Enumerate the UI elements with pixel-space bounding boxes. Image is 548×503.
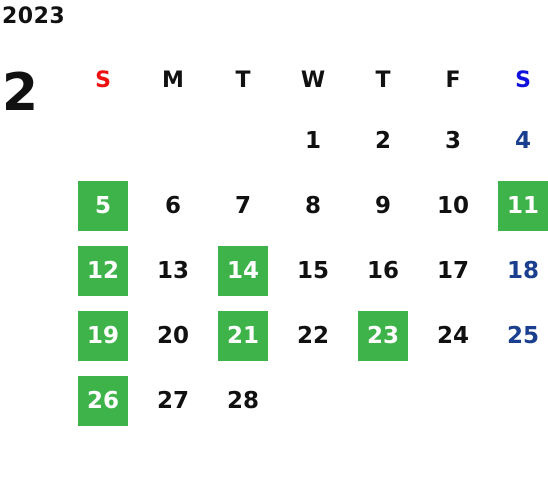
calendar-day[interactable]: 25 [506,322,539,349]
calendar-cell-empty [278,368,348,433]
calendar-day[interactable]: 27 [156,387,189,414]
calendar-day[interactable]: 8 [304,192,321,219]
weekday-header-thursday: T [375,67,391,93]
calendar-cell-empty [208,108,278,173]
calendar-day[interactable]: 20 [156,322,189,349]
calendar-day-highlighted[interactable]: 19 [78,310,128,361]
calendar-day-highlighted[interactable]: 12 [78,245,128,296]
weekday-header-saturday: S [515,67,531,93]
calendar-cell-empty [488,368,548,433]
calendar-day-highlighted[interactable]: 14 [218,245,268,296]
calendar-day[interactable]: 4 [514,127,531,154]
calendar-day[interactable]: 7 [234,192,251,219]
calendar-day[interactable]: 22 [296,322,329,349]
calendar-cell-empty [418,368,488,433]
calendar-day[interactable]: 24 [436,322,469,349]
calendar-day[interactable]: 3 [444,127,461,154]
calendar-year: 2023 [2,4,66,29]
calendar-day-highlighted[interactable]: 23 [358,310,408,361]
calendar-day-highlighted[interactable]: 5 [78,180,128,231]
calendar-day[interactable]: 13 [156,257,189,284]
calendar-day[interactable]: 15 [296,257,329,284]
weekday-header-sunday: S [95,67,111,93]
calendar-day[interactable]: 16 [366,257,399,284]
weekday-header-wednesday: W [300,67,326,93]
weekday-header-friday: F [445,67,461,93]
calendar-day[interactable]: 2 [374,127,391,154]
calendar-cell-empty [348,368,418,433]
weekday-header-tuesday: T [235,67,251,93]
calendar-day-highlighted[interactable]: 21 [218,310,268,361]
calendar-day[interactable]: 18 [506,257,539,284]
calendar-day[interactable]: 10 [436,192,469,219]
calendar-day[interactable]: 6 [164,192,181,219]
calendar-day[interactable]: 1 [304,127,321,154]
calendar-grid: S M T W T F S 1 2 3 4 5 6 7 8 9 10 11 12… [68,52,548,433]
calendar-day-highlighted[interactable]: 26 [78,375,128,426]
calendar-month: 2 [1,63,39,123]
calendar-day[interactable]: 9 [374,192,391,219]
calendar-day-highlighted[interactable]: 11 [498,180,548,231]
calendar-cell-empty [68,108,138,173]
calendar-day[interactable]: 17 [436,257,469,284]
calendar-day[interactable]: 28 [226,387,259,414]
calendar-cell-empty [138,108,208,173]
weekday-header-monday: M [162,67,184,93]
